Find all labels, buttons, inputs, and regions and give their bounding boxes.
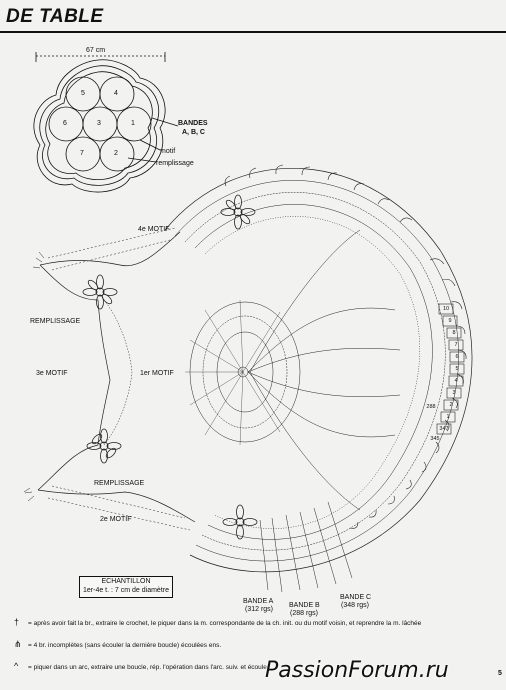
flower-top — [220, 194, 256, 230]
motif-number-4: 4 — [114, 90, 118, 97]
main-diagram — [23, 164, 473, 593]
remplissage-bottom-label: REMPLISSAGE — [94, 480, 145, 487]
bande-b-label: BANDE B — [289, 602, 320, 609]
bandes-abc-label: A, B, C — [182, 129, 205, 136]
motif-label: motif — [160, 148, 176, 155]
echantillon-box: ECHANTILLON 1er-4e t. : 7 cm de diamètre — [79, 576, 173, 598]
watermark: PassionForum.ru — [265, 658, 449, 683]
flower-left — [82, 274, 118, 310]
bande-a-label: BANDE A — [243, 598, 274, 605]
echantillon-text: 1er-4e t. : 7 cm de diamètre — [83, 587, 169, 594]
legend-item: ⋔ = 4 br. incomplètes (sans écouler la de… — [14, 640, 221, 650]
motif-number-6: 6 — [63, 120, 67, 127]
bande-b-count: (288 rgs) — [290, 610, 319, 617]
page-title: DE TABLE — [6, 6, 104, 27]
motif-number-1: 1 — [131, 120, 135, 127]
row-number: 8 — [452, 330, 456, 336]
echantillon-title: ECHANTILLON — [101, 578, 151, 585]
row-number: 1 — [446, 414, 450, 420]
legend-text: = après avoir fait la br., extraire le c… — [28, 620, 422, 627]
legend-item: ^ = piquer dans un arc, extraire une bouc… — [14, 662, 276, 672]
legend-text: = piquer dans un arc, extraire une boucl… — [28, 664, 277, 671]
row-number: 7 — [454, 342, 458, 348]
row-number: 10 — [442, 306, 450, 312]
legend-text: = 4 br. incomplètes (sans écouler la der… — [28, 642, 222, 649]
motif-number-7: 7 — [80, 150, 84, 157]
legend-item: † = après avoir fait la br., extraire le … — [14, 618, 421, 628]
row-number: 5 — [455, 366, 459, 372]
row-number: 347 — [439, 426, 449, 432]
layout-scheme — [33, 52, 179, 193]
row-number: 345 — [430, 436, 440, 442]
motif2-label: 2e MOTIF — [100, 516, 132, 523]
dimension-label: 67 cm — [86, 47, 106, 54]
bande-c-count: (348 rgs) — [341, 602, 370, 609]
motif1-label: 1er MOTIF — [140, 370, 174, 377]
row-number: 3 — [452, 390, 456, 396]
motif-number-5: 5 — [81, 90, 85, 97]
row-number: 9 — [448, 318, 452, 324]
motif-number-2: 2 — [114, 150, 118, 157]
row-number: 288 — [426, 404, 436, 410]
title-rule — [0, 31, 506, 33]
flower-bottom — [222, 504, 258, 540]
motif4-label: 4e MOTIF — [138, 226, 170, 233]
dagger-icon: † — [14, 617, 20, 627]
row-number: 4 — [454, 378, 458, 384]
bande-c-label: BANDE C — [340, 594, 372, 601]
page-number: 5 — [498, 670, 502, 677]
row-number: 6 — [455, 354, 459, 360]
motif-number-3: 3 — [97, 120, 101, 127]
remplissage-top-label: REMPLISSAGE — [30, 318, 81, 325]
remplissage-scheme-label: remplissage — [156, 160, 194, 167]
bande-a-count: (312 rgs) — [245, 606, 274, 613]
cluster-stitch-icon: ⋔ — [14, 639, 22, 649]
row-number: 2 — [449, 402, 453, 408]
flower-bottom-left — [86, 428, 122, 464]
bandes-label: BANDES — [178, 120, 208, 127]
motif3-label: 3e MOTIF — [36, 370, 68, 377]
caret-icon: ^ — [14, 661, 19, 671]
